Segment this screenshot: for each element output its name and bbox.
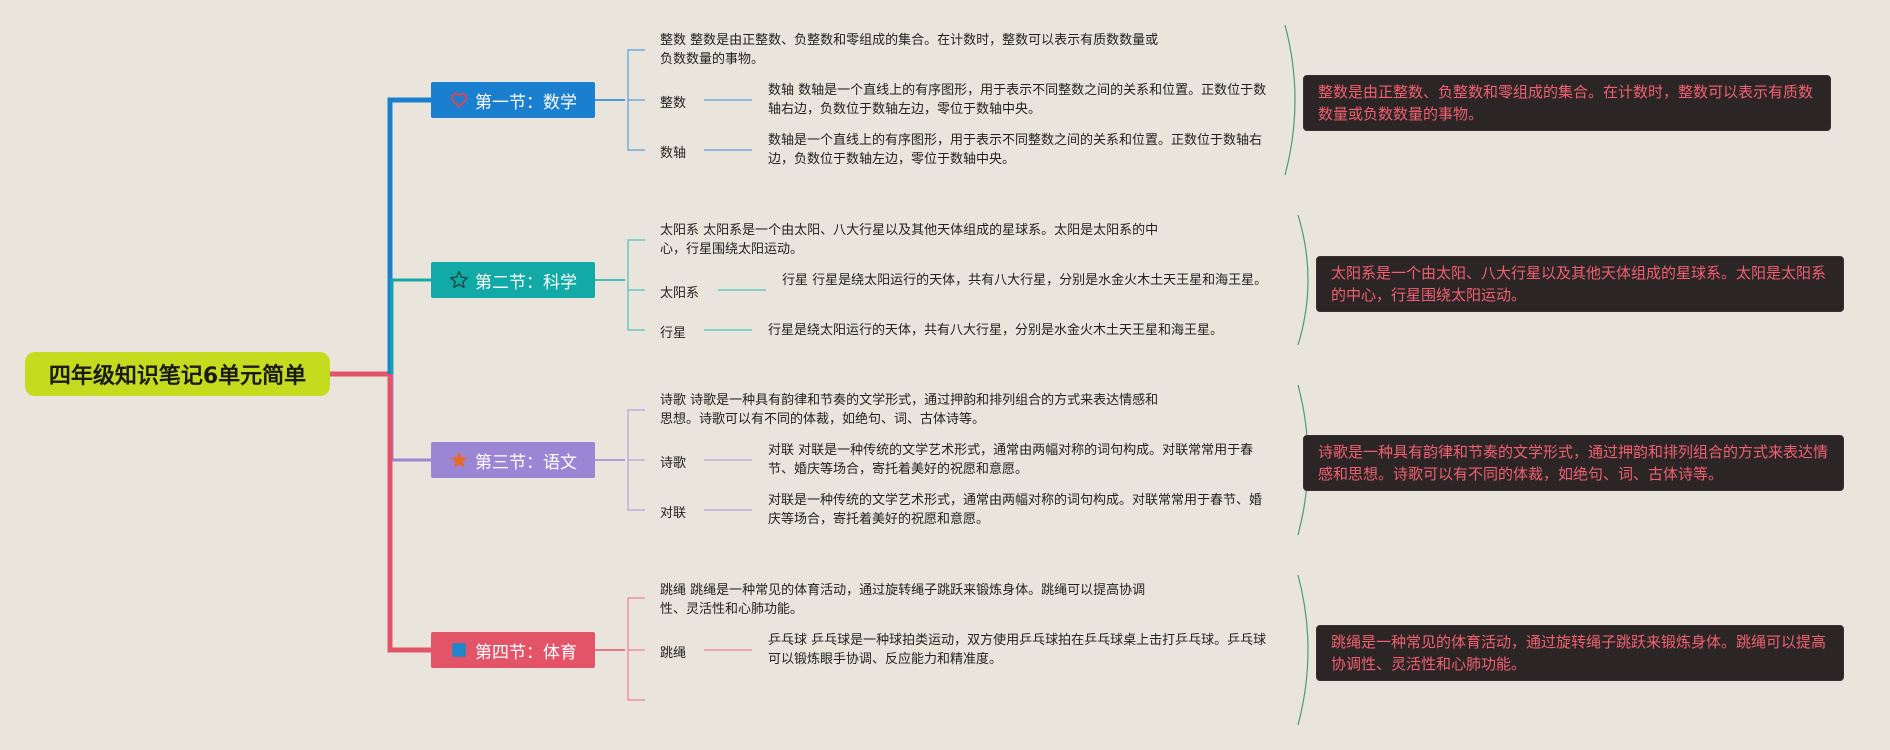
section-title: 第二节：科学 <box>475 272 577 293</box>
summary-note: 诗歌是一种具有韵律和节奏的文学形式，通过押韵和排列组合的方式来表达情感和思想。诗… <box>1303 435 1844 491</box>
topic-text: 诗歌 诗歌是一种具有韵律和节奏的文学形式，通过押韵和排列组合的方式来表达情感和思… <box>660 393 1159 427</box>
section-title: 第一节：数学 <box>475 92 577 113</box>
branch-text: 行星是绕太阳运行的天体，共有八大行星，分别是水金火木土天王星和海王星。 <box>768 323 1224 338</box>
branch-text: 乒乓球 乒乓球是一种球拍类运动，双方使用乒乓球拍在乒乓球桌上击打乒乓球。乒乓球可… <box>768 633 1267 667</box>
section-node-pe[interactable]: 第四节：体育 <box>431 632 595 668</box>
section-node-math[interactable]: 第一节：数学 <box>431 82 595 118</box>
branch-text: 行星 行星是绕太阳运行的天体，共有八大行星，分别是水金火木土天王星和海王星。 <box>782 273 1268 288</box>
branch-text: 对联是一种传统的文学艺术形式，通常由两幅对称的词句构成。对联常常用于春节、婚庆等… <box>768 493 1263 527</box>
branch-text: 数轴 数轴是一个直线上的有序图形，用于表示不同整数之间的关系和位置。正数位于数轴… <box>768 83 1267 117</box>
section-node-science[interactable]: 第二节：科学 <box>431 262 595 298</box>
topic-text: 太阳系 太阳系是一个由太阳、八大行星以及其他天体组成的星球系。太阳是太阳系的中心… <box>660 223 1159 257</box>
star-filled-icon <box>449 450 469 470</box>
summary-note: 太阳系是一个由太阳、八大行星以及其他天体组成的星球系。太阳是太阳系的中心，行星围… <box>1316 256 1844 312</box>
branch-label: 对联 <box>660 506 687 521</box>
section-title: 第三节：语文 <box>475 452 577 473</box>
branch-text: 对联 对联是一种传统的文学艺术形式，通常由两幅对称的词句构成。对联常常用于春节、… <box>768 443 1254 477</box>
root-title: 四年级知识笔记6单元简单 <box>48 364 307 389</box>
branch-label: 整数 <box>660 96 687 111</box>
summary-note: 跳绳是一种常见的体育活动，通过旋转绳子跳跃来锻炼身体。跳绳可以提高协调性、灵活性… <box>1316 625 1844 681</box>
branch-label: 太阳系 <box>660 286 700 301</box>
section-title: 第四节：体育 <box>475 642 577 663</box>
heart-icon <box>449 90 469 110</box>
square-icon <box>449 640 469 660</box>
branch-label: 跳绳 <box>660 646 687 661</box>
branch-label: 诗歌 <box>660 456 687 471</box>
branch-label: 行星 <box>660 326 687 341</box>
star-outline-icon <box>449 270 469 290</box>
root-node[interactable]: 四年级知识笔记6单元简单 <box>25 352 330 396</box>
branch-label: 数轴 <box>660 146 687 161</box>
branch-text: 数轴是一个直线上的有序图形，用于表示不同整数之间的关系和位置。正数位于数轴右边，… <box>768 133 1263 167</box>
section-node-chinese[interactable]: 第三节：语文 <box>431 442 595 478</box>
topic-text: 跳绳 跳绳是一种常见的体育活动，通过旋转绳子跳跃来锻炼身体。跳绳可以提高协调性、… <box>660 583 1146 617</box>
summary-note: 整数是由正整数、负整数和零组成的集合。在计数时，整数可以表示有质数数量或负数数量… <box>1303 75 1831 131</box>
topic-text: 整数 整数是由正整数、负整数和零组成的集合。在计数时，整数可以表示有质数数量或负… <box>660 33 1159 67</box>
